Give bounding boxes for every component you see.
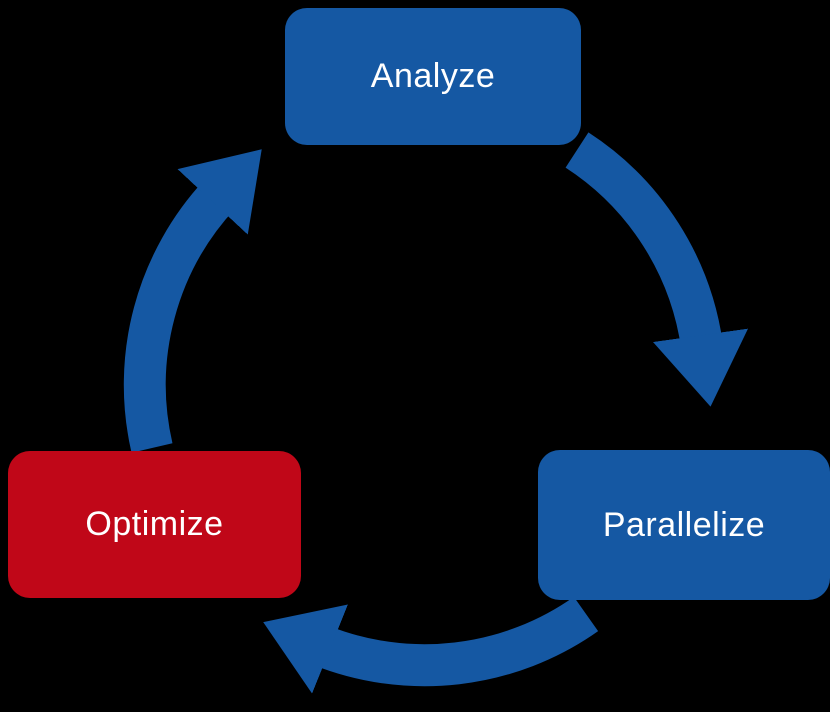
node-parallelize-label: Parallelize (602, 505, 766, 544)
arrow-optimize-to-analyze (123, 149, 262, 453)
arrow-parallelize-to-optimize (263, 596, 599, 694)
node-optimize: Optimize (8, 451, 301, 598)
node-parallelize: Parallelize (538, 450, 830, 600)
node-analyze: Analyze (285, 8, 581, 145)
node-analyze-label: Analyze (370, 57, 496, 95)
node-optimize-label: Optimize (85, 505, 224, 543)
arrow-analyze-to-parallelize (565, 132, 749, 407)
